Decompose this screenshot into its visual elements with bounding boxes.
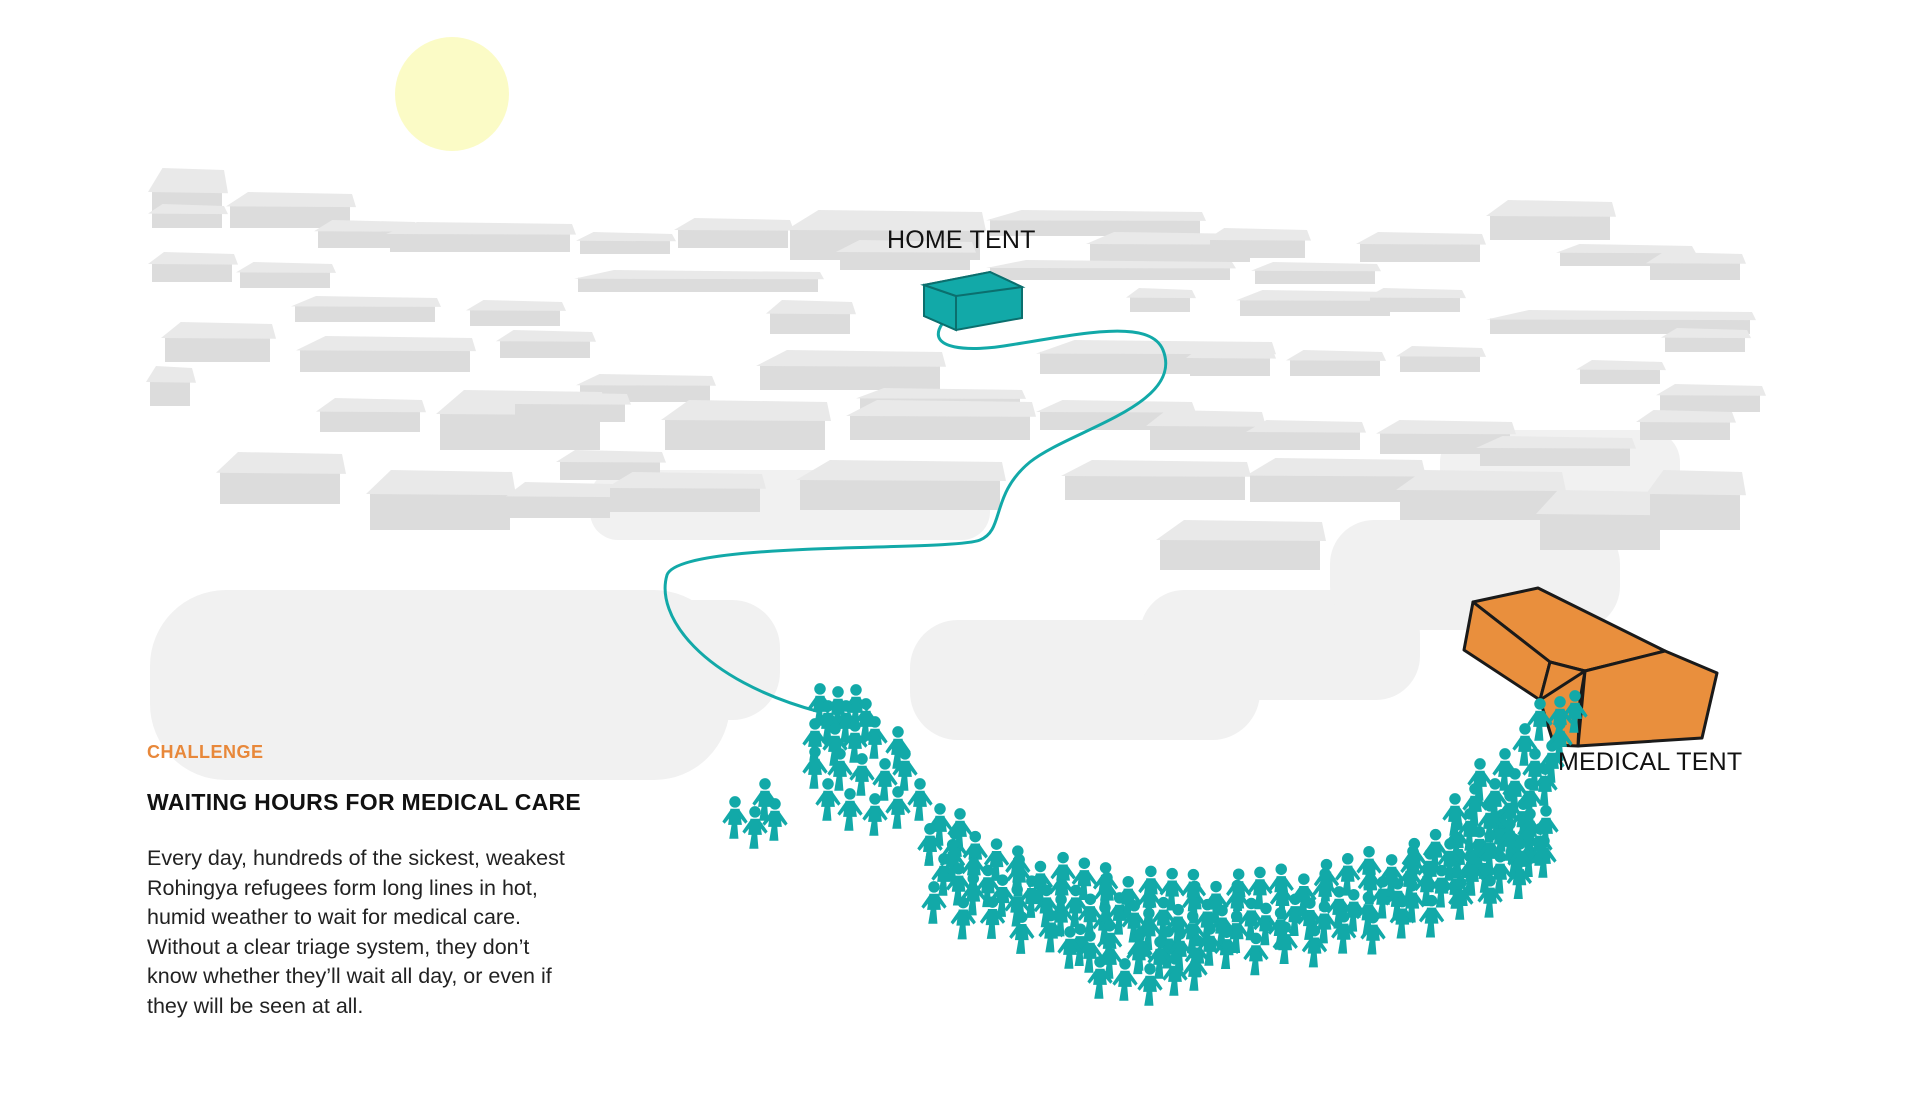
shelter xyxy=(1661,328,1751,352)
shelter xyxy=(1286,350,1386,376)
shelter xyxy=(756,350,946,390)
shelter xyxy=(661,400,831,450)
shelter xyxy=(766,300,856,334)
shelter xyxy=(1236,290,1396,316)
shelter xyxy=(296,336,476,372)
shelter xyxy=(1366,288,1466,312)
shelter xyxy=(511,392,631,422)
shelter xyxy=(574,270,824,292)
shelter xyxy=(496,330,596,358)
medical-tent xyxy=(1462,586,1719,748)
shelter xyxy=(216,452,346,504)
shelter xyxy=(146,366,196,406)
medical-tent-label: MEDICAL TENT xyxy=(1558,748,1743,776)
walking-path xyxy=(663,323,1168,714)
shelter xyxy=(291,296,441,322)
shelter xyxy=(1126,288,1196,312)
shelter xyxy=(161,322,276,362)
shelter xyxy=(506,482,616,518)
shelter xyxy=(674,218,794,248)
camp-shelters xyxy=(146,168,1766,780)
home-tent-label: HOME TENT xyxy=(887,226,1036,254)
shelter xyxy=(1156,520,1326,570)
shelter xyxy=(796,460,1006,510)
body-line: Every day, hundreds of the sickest, weak… xyxy=(147,846,565,870)
body-line: Rohingya refugees form long lines in hot… xyxy=(147,875,538,900)
body-line: they will be seen at all. xyxy=(147,993,364,1018)
shelter xyxy=(386,222,576,252)
person-figure xyxy=(885,786,911,829)
shelter xyxy=(1636,410,1736,440)
shelter xyxy=(148,204,228,228)
shelter xyxy=(466,300,566,326)
shelter xyxy=(1246,420,1366,450)
shelter xyxy=(986,210,1206,236)
shelter xyxy=(1536,490,1666,550)
ground-patch xyxy=(420,600,780,720)
shelter xyxy=(1061,460,1251,500)
shelter xyxy=(606,472,766,512)
shelter xyxy=(1656,384,1766,412)
shelter xyxy=(236,262,336,288)
shelter xyxy=(1186,346,1276,376)
shelter xyxy=(1576,360,1666,384)
body-line: humid weather to wait for medical care. xyxy=(147,905,522,929)
shelter xyxy=(1376,420,1516,454)
shelter xyxy=(148,252,238,282)
shelter xyxy=(986,260,1236,280)
shelter xyxy=(314,220,419,248)
person-figure xyxy=(907,778,933,821)
shelter xyxy=(1646,252,1746,280)
home-tent xyxy=(920,270,1026,332)
shelter xyxy=(1396,346,1486,372)
shelter xyxy=(846,400,1036,440)
shelter xyxy=(1206,228,1311,258)
shelter xyxy=(576,232,676,254)
shelter xyxy=(1146,410,1266,450)
body-line: know whether they’ll wait all day, or ev… xyxy=(147,964,552,988)
shelter xyxy=(1251,262,1381,284)
sun xyxy=(395,37,509,151)
shelter xyxy=(1396,470,1566,520)
challenge-eyebrow: CHALLENGE xyxy=(147,742,264,762)
challenge-title: WAITING HOURS FOR MEDICAL CARE xyxy=(147,789,582,815)
challenge-body: Every day, hundreds of the sickest, weak… xyxy=(147,844,647,1021)
shelter xyxy=(226,192,356,228)
shelter xyxy=(1486,200,1616,240)
shelter xyxy=(366,470,516,530)
body-line: Without a clear triage system, they don’… xyxy=(147,934,530,959)
shelter xyxy=(1246,458,1426,502)
shelter xyxy=(836,240,976,270)
shelter xyxy=(1356,232,1486,262)
shelter xyxy=(316,398,426,432)
shelter xyxy=(1476,436,1636,466)
shelter xyxy=(1646,470,1746,530)
